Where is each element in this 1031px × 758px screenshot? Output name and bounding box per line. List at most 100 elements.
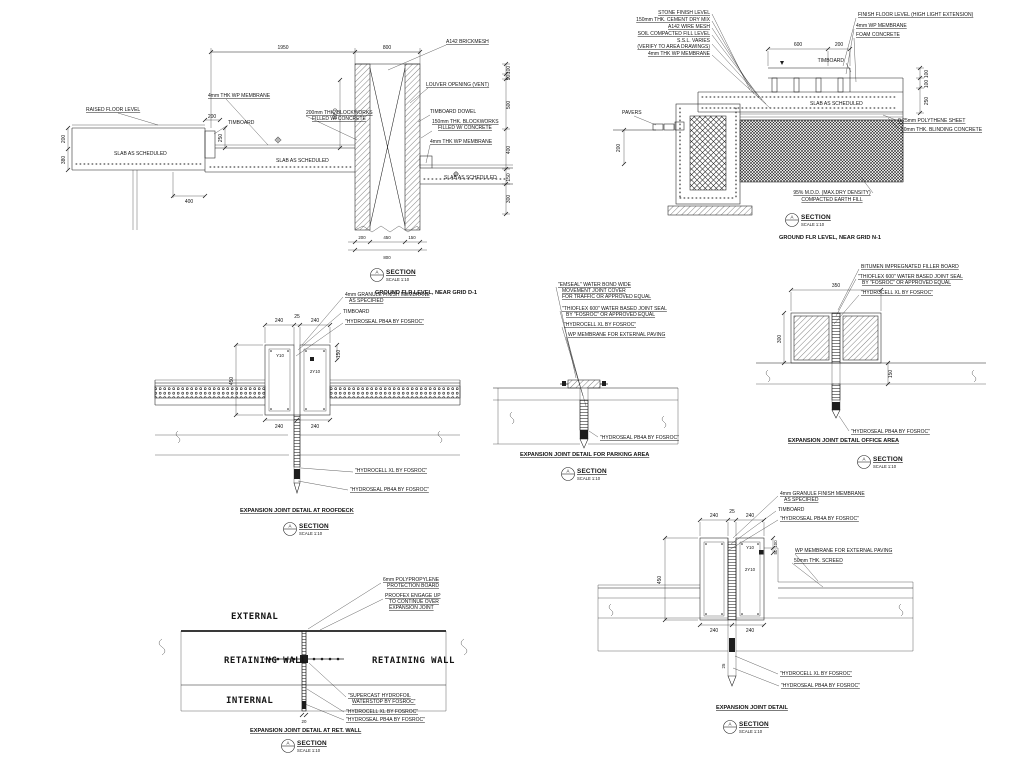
- detail-retaining-wall: EXTERNAL RETAINING WALL RETAINING WALL I…: [158, 577, 468, 753]
- label-supercast-1: "SUPERCAST HYDROFOIL: [348, 693, 411, 699]
- label-hydroseal: "HYDROSEAL PB4A BY FOSROC": [851, 429, 930, 435]
- caption-d2: GROUND FLR LEVEL, NEAR GRID N-1: [779, 235, 881, 241]
- dim-300: 300: [777, 335, 783, 344]
- label-hydrocell: "HYDROCELL XL BY FOSROC": [346, 709, 418, 715]
- label-wp-membrane: WP MEMBRANE FOR EXTERNAL PAVING: [568, 332, 665, 338]
- label-hydroseal: "HYDROSEAL PB4A BY FOSROC": [346, 717, 425, 723]
- dim-250: 250: [218, 134, 224, 143]
- d4-text: "EMSEAL" WATER BOND WIDE MOVEMENT JOINT …: [558, 282, 679, 441]
- label-emseal-3: FOR TRAFFIC OR APPROVED EQUAL: [562, 294, 651, 300]
- dim-2y10: 2Y10: [745, 567, 756, 572]
- section-label: SECTION: [739, 721, 769, 728]
- dim-b200: 200: [358, 235, 366, 240]
- label-block200-1: 200mm THK. BLOCKWORKS: [306, 110, 373, 116]
- d1-caption: A SECTION SCALE 1:10 GROUND FLR LEVEL, N…: [370, 268, 477, 296]
- dim-100a: 100: [924, 70, 930, 79]
- section-label: SECTION: [297, 740, 327, 747]
- title-retwall: EXPANSION JOINT DETAIL AT RET. WALL: [250, 728, 362, 734]
- d1-text: 1950 800 1050 200 380 200 250 400 200 45…: [61, 39, 512, 260]
- section-label: SECTION: [299, 523, 329, 530]
- detail-office: 350 300 150 BITUMEN IMPREGNATED FILLER B…: [756, 264, 986, 469]
- dim-r400: 400: [506, 146, 512, 155]
- d1-linework: [65, 44, 513, 253]
- label-block200-2: FILLED W/ CONCRETE: [312, 116, 367, 122]
- detail-roofdeck: 240 25 240 450 150 Y10 2Y10 240 240 4mm …: [154, 292, 461, 536]
- label-hydroseal: "HYDROSEAL PB4A BY FOSROC": [600, 435, 679, 441]
- dim-150: 150: [336, 350, 342, 359]
- dim-2y10: 2Y10: [310, 369, 321, 374]
- d3-caption: EXPANSION JOINT DETAIL AT ROOFDECK A SEC…: [240, 508, 354, 536]
- dim-240b: 240: [311, 318, 320, 324]
- dim-100: 100: [773, 540, 778, 548]
- dim-b450: 450: [383, 235, 391, 240]
- d5-text: 350 300 150 BITUMEN IMPREGNATED FILLER B…: [777, 264, 963, 435]
- label-supercast-2: WATERSTOP BY FOSROC": [352, 699, 416, 705]
- title-expansion-joint: EXPANSION JOINT DETAIL: [716, 705, 788, 711]
- label-timboard: TIMBOARD: [818, 58, 845, 64]
- d7-text: 240 25 240 450 Y10 100 50 2Y10 240 240 2…: [657, 491, 892, 689]
- label-thioflex-1: "THIOFLEX 600" WATER BASED JOINT SEAL: [562, 306, 667, 312]
- label-filler-board: BITUMEN IMPREGNATED FILLER BOARD: [861, 264, 959, 270]
- d2-text: STONE FINISH LEVEL 150mm THK. CEMENT DRY…: [616, 10, 983, 203]
- scale-label: SCALE 1:10: [386, 277, 410, 282]
- dim-450: 450: [229, 377, 235, 386]
- dim-200: 200: [835, 42, 844, 48]
- label-hydroseal: "HYDROSEAL PB4A BY FOSROC": [350, 487, 429, 493]
- label-block150-1: 150mm THK. BLOCKWORKS: [432, 119, 499, 125]
- dim-r50: 50: [506, 75, 512, 81]
- label-wp: 4mm WP MEMBRANE: [856, 23, 907, 29]
- section-label: SECTION: [873, 456, 903, 463]
- label-ffl: FINISH FLOOR LEVEL (HIGH LIGHT EXTENSION…: [858, 12, 974, 18]
- section-letter: A: [863, 457, 866, 462]
- dim-1050: 1050: [333, 108, 339, 119]
- d2-linework: [613, 13, 924, 216]
- dim-b150: 150: [408, 235, 416, 240]
- label-granule-2: AS SPECIFIED: [349, 298, 384, 304]
- label-emseal-2: MOVEMENT JOINT COVER: [562, 288, 626, 294]
- dim-100b: 100: [924, 80, 930, 89]
- dim-800: 800: [383, 45, 392, 51]
- section-letter: A: [289, 524, 292, 529]
- dim-20: 20: [302, 719, 307, 724]
- detail-parking: "EMSEAL" WATER BOND WIDE MOVEMENT JOINT …: [493, 282, 679, 481]
- label-louver: LOUVER OPENING (VENT): [426, 82, 489, 88]
- label-screed: 50mm THK. SCREED: [794, 558, 843, 564]
- d3-text: 240 25 240 450 150 Y10 2Y10 240 240 4mm …: [229, 292, 430, 493]
- section-letter: A: [376, 270, 379, 275]
- scale-label: SCALE 1:10: [873, 464, 897, 469]
- dim-150: 150: [888, 370, 894, 379]
- title-office: EXPANSION JOINT DETAIL OFFICE AREA: [788, 438, 899, 444]
- dim-600: 600: [794, 42, 803, 48]
- section-label: SECTION: [577, 468, 607, 475]
- label-hydroseal: "HYDROSEAL PB4A BY FOSROC": [781, 683, 860, 689]
- label-proofex-3: EXPANSION JOINT: [389, 605, 434, 611]
- label-wp-membrane: WP MEMBRANE FOR EXTERNAL PAVING: [795, 548, 892, 554]
- dim-r100: 100: [506, 66, 512, 75]
- dim-240c: 240: [275, 424, 284, 430]
- d5-linework: [756, 268, 986, 432]
- dim-r150: 150: [506, 173, 512, 182]
- label-thioflex-2: BY "FOSROC" OR APPROVED EQUAL: [566, 312, 655, 318]
- dim-240c: 240: [710, 628, 719, 634]
- scale-label: SCALE 1:10: [577, 476, 601, 481]
- label-external: EXTERNAL: [231, 612, 278, 622]
- detail-expansion-joint: 240 25 240 450 Y10 100 50 2Y10 240 240 2…: [597, 491, 914, 734]
- label-slab-left: SLAB AS SCHEDULED: [114, 151, 167, 157]
- dim-240a: 240: [275, 318, 284, 324]
- dim-250: 250: [924, 97, 930, 106]
- label-granule-1: 4mm GRANULE FINISH MEMBRANE: [780, 491, 865, 497]
- section-label: SECTION: [801, 214, 831, 221]
- d6-linework: [158, 582, 468, 721]
- scale-label: SCALE 1:10: [299, 531, 323, 536]
- label-ssl-1: S.S.L. VARIES: [677, 38, 711, 44]
- label-hydroseal-top: "HYDROSEAL PB4A BY FOSROC": [780, 516, 859, 522]
- label-timboard: TIMBOARD: [778, 507, 805, 513]
- label-hydroseal-top: "HYDROSEAL PB4A BY FOSROC": [345, 319, 424, 325]
- label-mdd-2: COMPACTED EARTH FILL: [801, 197, 862, 203]
- section-letter: A: [729, 722, 732, 727]
- scale-label: SCALE 1:10: [739, 729, 763, 734]
- section-label: SECTION: [386, 269, 416, 276]
- dim-50: 50: [773, 549, 778, 554]
- label-hydrocell: "HYDROCELL XL BY FOSROC": [355, 468, 427, 474]
